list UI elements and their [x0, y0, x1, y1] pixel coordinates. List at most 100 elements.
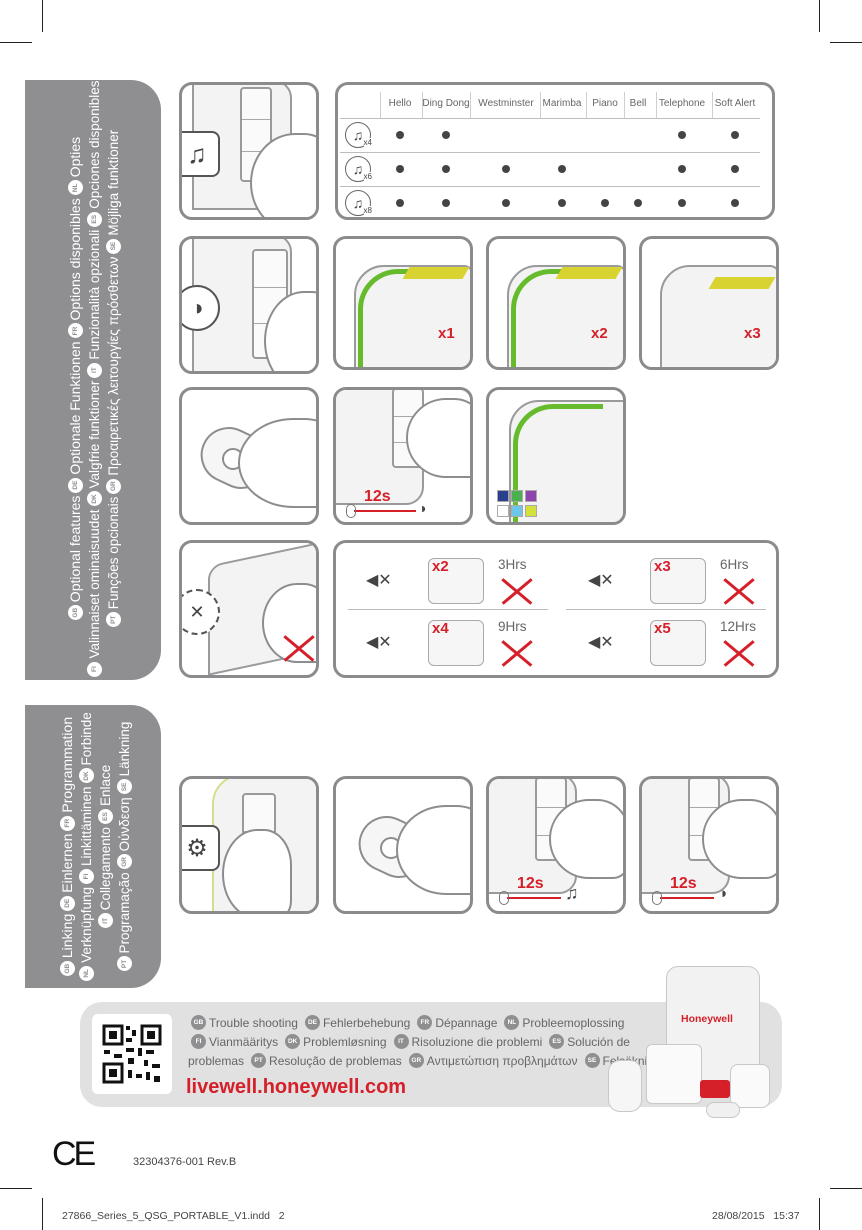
- language-label: Linkittäminen: [79, 786, 94, 867]
- flag-fi-icon: FI: [191, 1034, 206, 1049]
- qr-code[interactable]: [92, 1014, 172, 1094]
- speaker-off-icon: [722, 576, 756, 606]
- mute-icon: ◀✕: [366, 572, 392, 589]
- tone-available-dot: [502, 165, 510, 173]
- press-count: x3: [744, 325, 761, 342]
- tone-available-dot: [558, 199, 566, 207]
- button-press-illustration: [428, 558, 484, 604]
- brightness-icon: ◑: [182, 285, 220, 331]
- column-divider: [540, 92, 541, 118]
- brightness-step-panel: ◑: [179, 236, 319, 374]
- flag-gb-icon: GB: [67, 605, 83, 621]
- flag-se-icon: SE: [117, 779, 132, 795]
- language-label: Einlernen: [59, 833, 75, 893]
- brightness-x3-panel: x3: [639, 236, 779, 370]
- language-label: Probleemoplossing: [522, 1015, 625, 1030]
- color-swatch: [497, 490, 509, 502]
- flag-nl-icon: NL: [504, 1015, 520, 1030]
- flag-es-icon: ES: [86, 211, 102, 227]
- flag-fr-icon: FR: [60, 815, 75, 831]
- crop-mark: [830, 1188, 862, 1189]
- tone-column-header: Hello: [388, 98, 412, 109]
- column-divider: [380, 92, 381, 118]
- tone-step-panel: ♫: [179, 82, 319, 220]
- language-label: Solución de: [567, 1034, 630, 1049]
- button-press-illustration: [428, 620, 484, 666]
- music-note-icon: ♫: [182, 131, 220, 177]
- language-label: problemas: [188, 1053, 245, 1068]
- part-number: 32304376-001 Rev.B: [133, 1156, 237, 1168]
- mute-icon: ◀✕: [366, 634, 392, 651]
- push-button-panel: [179, 387, 319, 525]
- doorbell-product: [730, 1064, 770, 1108]
- tone-available-dot: [601, 199, 609, 207]
- language-label: Opties: [66, 136, 83, 178]
- mute-icon: ✕: [182, 589, 220, 635]
- flag-fr-icon: FR: [417, 1015, 433, 1030]
- speaker-off-icon: [500, 576, 534, 606]
- linking-step-4-panel: 12s ◑: [639, 776, 779, 914]
- linking-step-3-panel: 12s ♫: [486, 776, 626, 914]
- color-swatch: [525, 505, 537, 517]
- tone-column-header: Soft Alert: [714, 98, 756, 109]
- flag-de-icon: DE: [60, 895, 75, 911]
- crop-mark: [830, 42, 862, 43]
- tone-column-header: Bell: [629, 98, 647, 109]
- language-label: Funções opcionais: [105, 496, 121, 610]
- mute-duration: 12Hrs: [720, 619, 757, 634]
- row-divider: [340, 118, 760, 119]
- language-label: Αντιμετώπιση προβλημάτων: [426, 1053, 578, 1068]
- language-label: Valinnaiset ominaisuudet: [86, 509, 102, 659]
- flag-it-icon: IT: [86, 362, 102, 378]
- mute-duration: 3Hrs: [498, 557, 527, 572]
- press-count: x1: [438, 325, 455, 342]
- flag-de-icon: DE: [304, 1015, 320, 1030]
- flag-gr-icon: GR: [117, 854, 132, 870]
- music-note-icon: ♫: [565, 883, 579, 903]
- column-divider: [712, 92, 713, 118]
- tone-available-dot: [731, 199, 739, 207]
- press-count: x2: [591, 325, 608, 342]
- language-label: Forbinde: [79, 712, 94, 766]
- speaker-off-icon: [282, 633, 316, 663]
- tone-available-dot: [442, 199, 450, 207]
- settings-gear-icon: ⚙: [182, 825, 220, 871]
- column-divider: [656, 92, 657, 118]
- flag-dk-icon: DK: [285, 1034, 301, 1049]
- language-label: Linking: [59, 913, 75, 959]
- language-label: Collegamento: [98, 826, 113, 911]
- push-button-product: [706, 1102, 740, 1118]
- brightness-icon: ◑: [418, 500, 427, 516]
- tone-available-dot: [558, 165, 566, 173]
- language-label: Optionale Funktionen: [66, 341, 83, 475]
- flag-it-icon: IT: [98, 913, 113, 929]
- speaker-off-icon: [500, 638, 534, 668]
- color-swatch: [511, 505, 523, 517]
- flag-se-icon: SE: [105, 238, 121, 254]
- mute-duration: 9Hrs: [498, 619, 527, 634]
- color-swatch: [511, 490, 523, 502]
- flag-gr-icon: GR: [105, 478, 121, 494]
- mute-options-panel: [333, 540, 779, 678]
- column-divider: [470, 92, 471, 118]
- flag-dk-icon: DK: [79, 768, 94, 784]
- language-label: Vianmääritys: [209, 1034, 279, 1049]
- brand-logo: Honeywell: [681, 1013, 733, 1025]
- tone-available-dot: [678, 199, 686, 207]
- flag-it-icon: IT: [393, 1034, 409, 1049]
- tone-available-dot: [731, 165, 739, 173]
- column-divider: [624, 92, 625, 118]
- language-label: Programação: [117, 872, 132, 954]
- color-swatch: [497, 505, 509, 517]
- language-label: Enlace: [98, 764, 113, 806]
- language-label: Risoluzione die problemi: [411, 1034, 543, 1049]
- color-result-panel: [486, 387, 626, 525]
- language-label: Dépannage: [435, 1015, 498, 1030]
- linking-step-2-panel: [333, 776, 473, 914]
- website-link[interactable]: livewell.honeywell.com: [186, 1076, 407, 1098]
